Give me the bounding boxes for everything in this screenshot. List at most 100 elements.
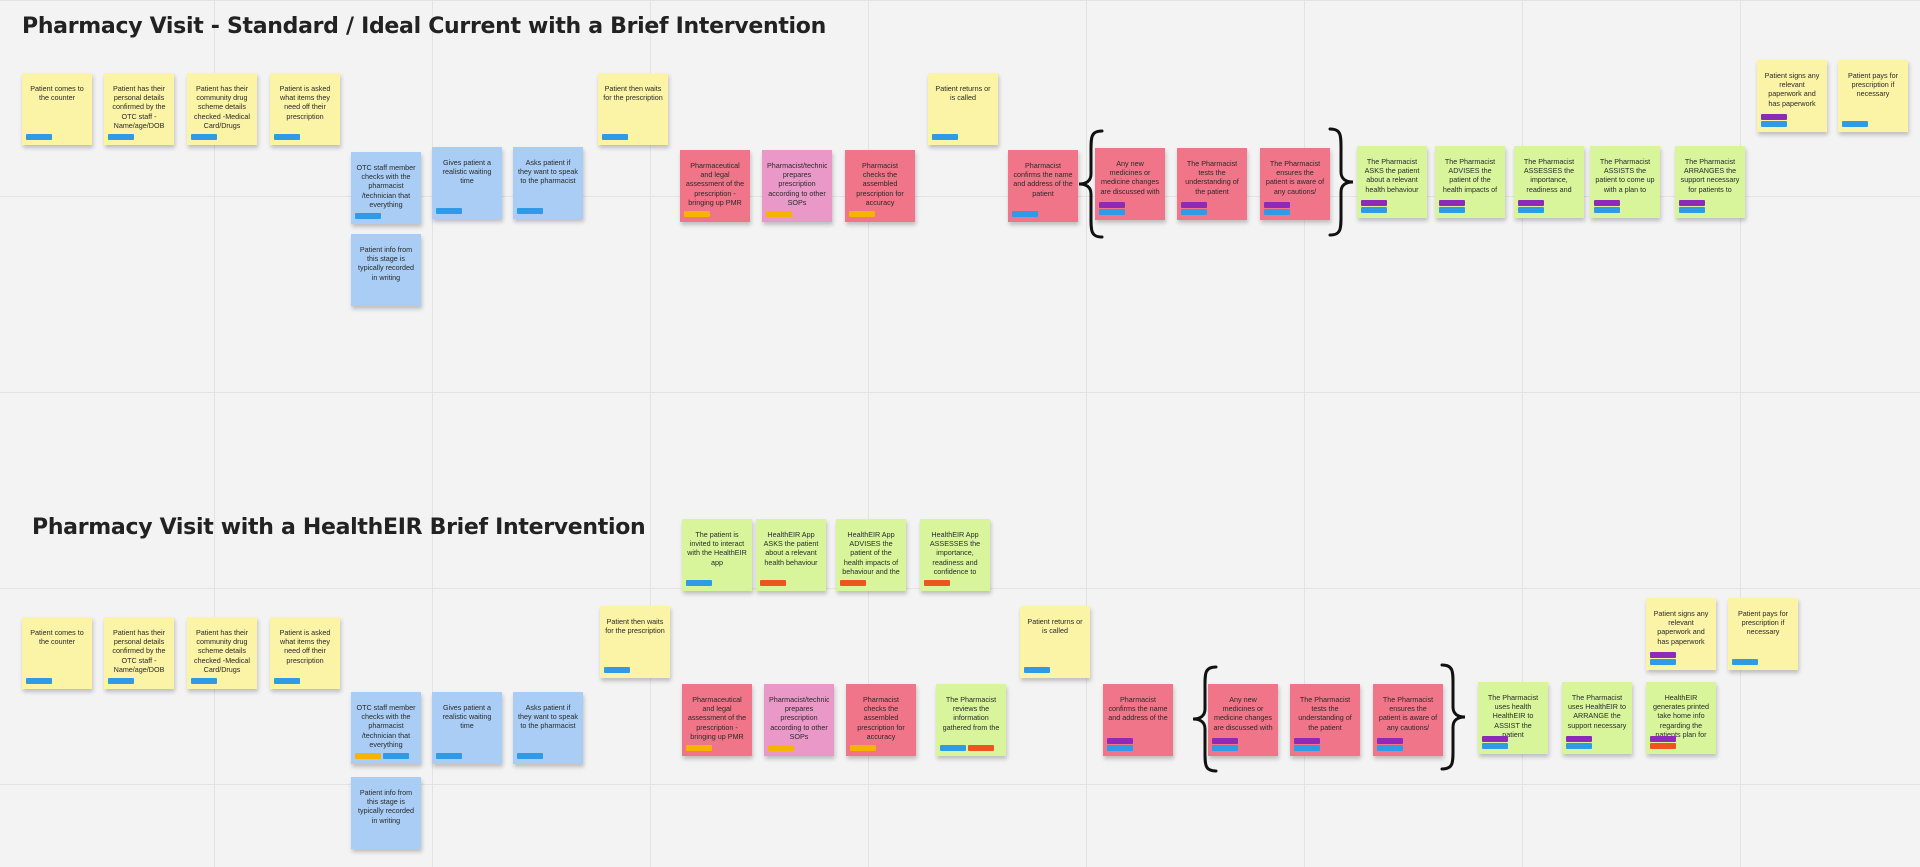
sticky-note-healtheir-app-advises-the-patient-of-the[interactable]: HealthEIR App ADVISES the patient of the… [836,519,906,591]
sticky-note-patient-comes-to-the-counter[interactable]: Patient comes to the counter [22,73,92,145]
blue-tag-chip[interactable] [1439,207,1465,213]
blue-tag-chip[interactable] [1012,211,1038,217]
purple-tag-chip[interactable] [1212,738,1238,744]
blue-tag-chip[interactable] [191,134,217,140]
sticky-note-patient-returns-or-is-called[interactable]: Patient returns or is called [1020,606,1090,678]
blue-tag-chip[interactable] [274,678,300,684]
sticky-note-patient-has-their-personal-details-confi[interactable]: Patient has their personal details confi… [104,617,174,689]
blue-tag-chip[interactable] [932,134,958,140]
purple-tag-chip[interactable] [1650,736,1676,742]
orange-tag-chip[interactable] [840,580,866,586]
blue-tag-chip[interactable] [1264,209,1290,215]
blue-tag-chip[interactable] [686,580,712,586]
orange-tag-chip[interactable] [968,745,994,751]
purple-tag-chip[interactable] [1294,738,1320,744]
purple-tag-chip[interactable] [1566,736,1592,742]
sticky-note-the-pharmacist-ensures-the-patient-is-aw[interactable]: The Pharmacist ensures the patient is aw… [1373,684,1443,756]
blue-tag-chip[interactable] [1761,121,1787,127]
purple-tag-chip[interactable] [1518,200,1544,206]
purple-tag-chip[interactable] [1377,738,1403,744]
sticky-note-patient-comes-to-the-counter[interactable]: Patient comes to the counter [22,617,92,689]
blue-tag-chip[interactable] [1842,121,1868,127]
sticky-note-the-pharmacist-asks-the-patient-about-a-[interactable]: The Pharmacist ASKS the patient about a … [1357,146,1427,218]
purple-tag-chip[interactable] [1099,202,1125,208]
sticky-note-pharmacist-checks-the-assembled-prescrip[interactable]: Pharmacist checks the assembled prescrip… [846,684,916,756]
sticky-note-patient-has-their-personal-details-confi[interactable]: Patient has their personal details confi… [104,73,174,145]
sticky-note-patient-is-asked-what-items-they-need-of[interactable]: Patient is asked what items they need of… [270,617,340,689]
sticky-note-the-pharmacist-tests-the-understanding-o[interactable]: The Pharmacist tests the understanding o… [1290,684,1360,756]
sticky-note-gives-patient-a-realistic-waiting-time[interactable]: Gives patient a realistic waiting time [432,147,502,219]
sticky-note-otc-staff-member-checks-with-the-pharmac[interactable]: OTC staff member checks with the pharmac… [351,692,421,764]
blue-tag-chip[interactable] [1107,745,1133,751]
sticky-note-the-pharmacist-uses-health-healtheir-to-[interactable]: The Pharmacist uses health HealthEIR to … [1478,682,1548,754]
sticky-note-patient-is-asked-what-items-they-need-of[interactable]: Patient is asked what items they need of… [270,73,340,145]
yellow-tag-chip[interactable] [850,745,876,751]
blue-tag-chip[interactable] [1518,207,1544,213]
sticky-note-the-pharmacist-assesses-the-importance-r[interactable]: The Pharmacist ASSESSES the importance, … [1514,146,1584,218]
sticky-note-any-new-medicines-or-medicine-changes-ar[interactable]: Any new medicines or medicine changes ar… [1208,684,1278,756]
sticky-note-the-pharmacist-tests-the-understanding-o[interactable]: The Pharmacist tests the understanding o… [1177,148,1247,220]
blue-tag-chip[interactable] [26,678,52,684]
sticky-note-pharmaceutical-and-legal-assessment-of-t[interactable]: Pharmaceutical and legal assessment of t… [680,150,750,222]
purple-tag-chip[interactable] [1650,652,1676,658]
sticky-note-pharmacist-confirms-the-name-and-address[interactable]: Pharmacist confirms the name and address… [1008,150,1078,222]
blue-tag-chip[interactable] [1732,659,1758,665]
blue-tag-chip[interactable] [355,213,381,219]
blue-tag-chip[interactable] [604,667,630,673]
blue-tag-chip[interactable] [108,678,134,684]
yellow-tag-chip[interactable] [768,745,794,751]
yellow-tag-chip[interactable] [684,211,710,217]
blue-tag-chip[interactable] [1099,209,1125,215]
blue-tag-chip[interactable] [26,134,52,140]
sticky-note-healtheir-generates-printed-take-home-in[interactable]: HealthEIR generates printed take home in… [1646,682,1716,754]
sticky-note-pharmacist-confirms-the-name-and-address[interactable]: Pharmacist confirms the name and address… [1103,684,1173,756]
blue-tag-chip[interactable] [1650,659,1676,665]
orange-tag-chip[interactable] [1650,743,1676,749]
sticky-note-patient-returns-or-is-called[interactable]: Patient returns or is called [928,73,998,145]
blue-tag-chip[interactable] [1566,743,1592,749]
blue-tag-chip[interactable] [602,134,628,140]
sticky-note-otc-staff-member-checks-with-the-pharmac[interactable]: OTC staff member checks with the pharmac… [351,152,421,224]
purple-tag-chip[interactable] [1107,738,1133,744]
sticky-note-patient-pays-for-prescription-if-necessa[interactable]: Patient pays for prescription if necessa… [1838,60,1908,132]
blue-tag-chip[interactable] [436,208,462,214]
sticky-note-patient-info-from-this-stage-is-typicall[interactable]: Patient info from this stage is typicall… [351,234,421,306]
sticky-note-patient-then-waits-for-the-prescription[interactable]: Patient then waits for the prescription [598,73,668,145]
sticky-note-pharmacist-checks-the-assembled-prescrip[interactable]: Pharmacist checks the assembled prescrip… [845,150,915,222]
blue-tag-chip[interactable] [1294,745,1320,751]
blue-tag-chip[interactable] [940,745,966,751]
sticky-note-gives-patient-a-realistic-waiting-time[interactable]: Gives patient a realistic waiting time [432,692,502,764]
sticky-note-the-pharmacist-assists-the-patient-to-co[interactable]: The Pharmacist ASSISTS the patient to co… [1590,146,1660,218]
yellow-tag-chip[interactable] [355,753,381,759]
yellow-tag-chip[interactable] [849,211,875,217]
sticky-note-patient-has-their-community-drug-scheme-[interactable]: Patient has their community drug scheme … [187,73,257,145]
blue-tag-chip[interactable] [1377,745,1403,751]
blue-tag-chip[interactable] [1482,743,1508,749]
sticky-note-healtheir-app-asks-the-patient-about-a-r[interactable]: HealthEIR App ASKS the patient about a r… [756,519,826,591]
sticky-note-patient-pays-for-prescription-if-necessa[interactable]: Patient pays for prescription if necessa… [1728,598,1798,670]
sticky-note-patient-has-their-community-drug-scheme-[interactable]: Patient has their community drug scheme … [187,617,257,689]
sticky-note-asks-patient-if-they-want-to-speak-to-th[interactable]: Asks patient if they want to speak to th… [513,692,583,764]
purple-tag-chip[interactable] [1761,114,1787,120]
blue-tag-chip[interactable] [1594,207,1620,213]
blue-tag-chip[interactable] [517,208,543,214]
sticky-note-pharmaceutical-and-legal-assessment-of-t[interactable]: Pharmaceutical and legal assessment of t… [682,684,752,756]
blue-tag-chip[interactable] [1679,207,1705,213]
blue-tag-chip[interactable] [274,134,300,140]
sticky-note-pharmacist-technician-prepares-prescript[interactable]: Pharmacist/technician prepares prescript… [764,684,834,756]
purple-tag-chip[interactable] [1482,736,1508,742]
sticky-note-pharmacist-technician-prepares-prescript[interactable]: Pharmacist/technician prepares prescript… [762,150,832,222]
sticky-note-the-pharmacist-ensures-the-patient-is-aw[interactable]: The Pharmacist ensures the patient is aw… [1260,148,1330,220]
blue-tag-chip[interactable] [191,678,217,684]
purple-tag-chip[interactable] [1181,202,1207,208]
sticky-note-asks-patient-if-they-want-to-speak-to-th[interactable]: Asks patient if they want to speak to th… [513,147,583,219]
sticky-note-healtheir-app-assesses-the-importance-re[interactable]: HealthEIR App ASSESSES the importance, r… [920,519,990,591]
purple-tag-chip[interactable] [1594,200,1620,206]
sticky-note-the-pharmacist-uses-healtheir-to-arrange[interactable]: The Pharmacist uses HealthEIR to ARRANGE… [1562,682,1632,754]
orange-tag-chip[interactable] [924,580,950,586]
purple-tag-chip[interactable] [1361,200,1387,206]
blue-tag-chip[interactable] [383,753,409,759]
yellow-tag-chip[interactable] [766,211,792,217]
blue-tag-chip[interactable] [436,753,462,759]
sticky-note-the-pharmacist-arranges-the-support-nece[interactable]: The Pharmacist ARRANGES the support nece… [1675,146,1745,218]
